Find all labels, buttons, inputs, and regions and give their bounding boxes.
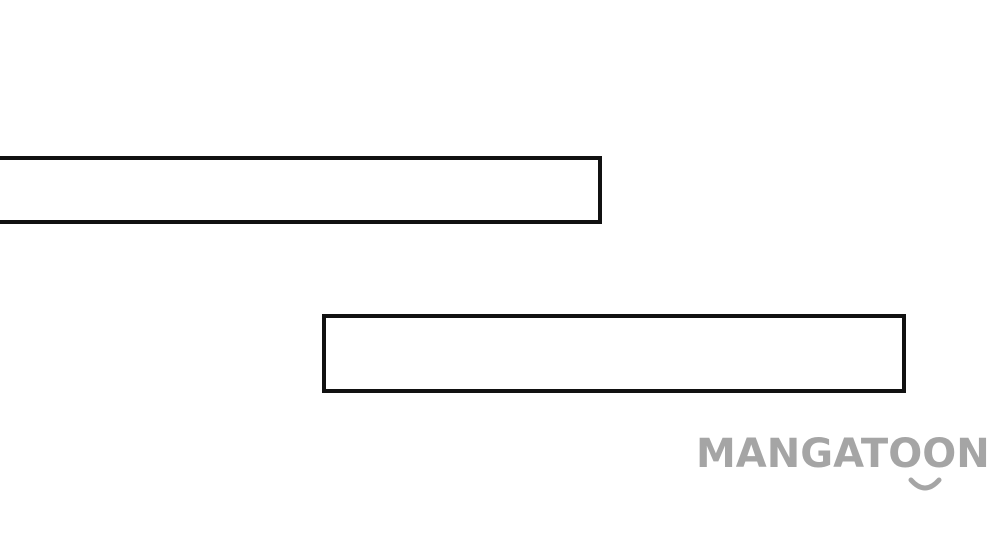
- empty-speech-box-upper: [0, 156, 602, 224]
- smile-icon: [908, 477, 942, 491]
- mangatoon-watermark: MANGATOON: [696, 424, 1000, 500]
- watermark-text: MANGATOON: [696, 431, 990, 477]
- empty-speech-box-lower: [322, 314, 906, 393]
